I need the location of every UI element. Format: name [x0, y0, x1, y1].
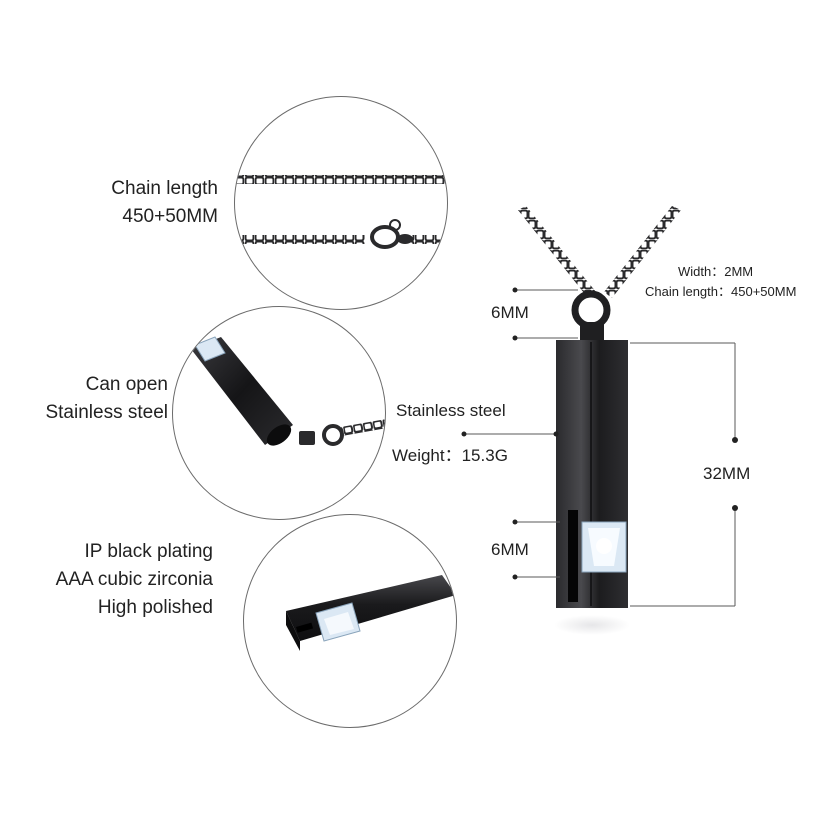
bail-dimension-marker — [512, 287, 578, 341]
chain-detail-image — [235, 175, 447, 249]
stainless-steel-left-text: Stainless steel — [45, 402, 168, 423]
material-label: Stainless steel — [396, 401, 506, 420]
chain-detail-circle — [234, 96, 448, 310]
chain-length-value: 450+50MM — [122, 206, 218, 227]
open-tube-body — [191, 337, 293, 445]
stone-facet — [324, 612, 354, 635]
bar-slot — [295, 622, 314, 633]
can-open-label: Can open Stainless steel — [45, 371, 168, 427]
material-leader-line — [461, 431, 559, 437]
bail-ring — [322, 424, 344, 446]
stone-dimension-marker — [512, 519, 560, 580]
upper-chain-strand — [235, 175, 447, 184]
weight-label: Weight：15.3G — [392, 446, 508, 465]
bar-end-face — [286, 611, 300, 651]
open-tube-circle — [172, 306, 386, 520]
cubic-zirconia-text: AAA cubic zirconia — [55, 569, 213, 590]
pendant-bail — [571, 290, 611, 330]
ip-black-plating-text: IP black plating — [84, 541, 213, 562]
pendant-chain-left — [518, 206, 596, 298]
pendant-height-label: 32MM — [703, 464, 751, 483]
pendant-cap — [580, 322, 604, 342]
finish-label: IP black plating AAA cubic zirconia High… — [56, 538, 213, 622]
pendant-window — [568, 510, 578, 602]
lower-chain-strand — [235, 235, 365, 244]
stone-height-label: 6MM — [491, 540, 529, 559]
screw-cap — [299, 431, 315, 445]
chain-length-title: Chain length — [111, 178, 218, 199]
pendant-reflection — [554, 615, 630, 635]
tube-stone — [194, 336, 226, 362]
open-tube-image — [191, 336, 385, 446]
lower-chain-strand-end — [411, 235, 447, 244]
stone-detail-circle — [243, 514, 457, 728]
width-spec: Width：2MM — [678, 264, 754, 279]
high-polished-text: High polished — [97, 597, 213, 618]
pendant-chain-right — [604, 206, 681, 298]
can-open-text: Can open — [85, 374, 168, 395]
stone-detail-image — [286, 575, 456, 651]
length-dimension-marker — [630, 342, 738, 607]
lobster-clasp — [370, 219, 413, 249]
chain-length-spec: Chain length：450+50MM — [645, 284, 797, 299]
stone-sparkle — [596, 538, 612, 554]
tube-chain — [341, 419, 385, 436]
tube-opening — [266, 424, 292, 446]
chain-length-label: Chain length 450+50MM — [111, 175, 218, 231]
bail-height-label: 6MM — [491, 303, 529, 322]
